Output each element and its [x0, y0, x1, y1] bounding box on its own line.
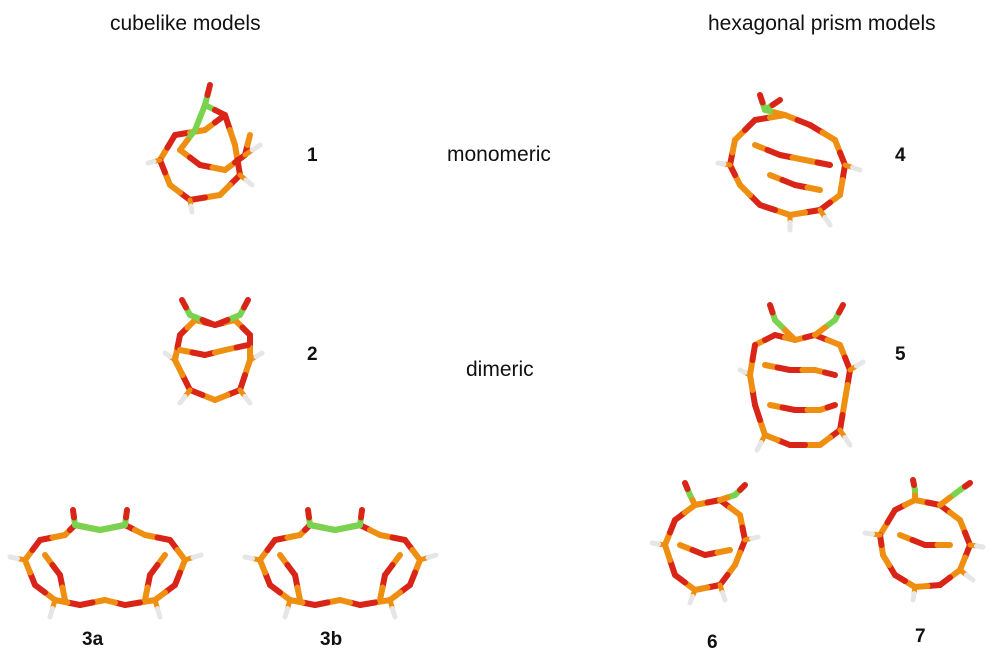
bond [757, 92, 766, 106]
bond [204, 82, 213, 98]
molecule-label-3a: 3a [82, 629, 104, 650]
bond [910, 477, 917, 488]
bond [715, 160, 727, 167]
bond [814, 159, 833, 168]
bond [212, 317, 231, 328]
molecule-label-3b: 3b [320, 629, 343, 650]
bond [822, 369, 838, 378]
bond [59, 584, 68, 603]
bond [142, 584, 151, 603]
bond [241, 297, 251, 311]
header-cubelike: cubelike models [110, 12, 261, 35]
bond [162, 350, 173, 359]
bond [854, 359, 866, 369]
bond [862, 530, 875, 537]
bond [244, 132, 253, 148]
category-dimeric: dimeric [466, 358, 534, 381]
bond [772, 109, 788, 118]
bond [842, 435, 853, 448]
bond [729, 137, 738, 156]
bond [332, 524, 351, 533]
bond [243, 177, 255, 188]
bond [804, 184, 823, 193]
bond [824, 402, 838, 411]
bond [233, 342, 251, 351]
bond [836, 302, 846, 316]
bond [850, 165, 863, 173]
bond [782, 327, 798, 343]
bond [964, 572, 976, 583]
bond [390, 606, 398, 620]
bond [145, 159, 157, 166]
bond [649, 540, 661, 547]
molecule-label-7: 7 [915, 626, 926, 647]
bond [717, 494, 731, 503]
bond [662, 542, 673, 563]
bond [425, 552, 439, 560]
bond [250, 142, 263, 153]
bond [962, 480, 973, 490]
bond [358, 507, 365, 521]
molecule-label-1: 1 [307, 145, 318, 166]
bond [97, 524, 116, 533]
bond [305, 507, 312, 521]
bond [212, 107, 228, 118]
bond [294, 584, 303, 603]
bond [769, 97, 783, 108]
bond [177, 394, 188, 406]
bond [737, 367, 748, 375]
molecule-label-5: 5 [895, 344, 906, 365]
bond [377, 584, 386, 603]
bond [179, 297, 189, 311]
molecule-label-2: 2 [307, 344, 318, 365]
bond [822, 215, 833, 228]
molecule-2-model [162, 297, 265, 406]
bond [737, 482, 748, 493]
bond [749, 342, 758, 363]
molecule-3b-model [242, 507, 439, 620]
bond [974, 543, 986, 550]
bond [689, 497, 698, 508]
molecule-1-model [145, 82, 263, 215]
bond [70, 507, 77, 521]
bond [47, 606, 55, 620]
bond [720, 590, 728, 603]
bond [749, 534, 761, 541]
category-monomeric: monomeric [447, 143, 551, 166]
molecule-3a-model [7, 507, 204, 620]
bond [190, 552, 204, 560]
bond [714, 547, 733, 556]
bond [188, 203, 195, 215]
molecule-7-model [862, 477, 986, 603]
molecule-label-4: 4 [895, 145, 906, 166]
bond [282, 606, 290, 620]
bond [812, 324, 828, 338]
bond [253, 350, 265, 359]
bond [910, 591, 917, 603]
bond [937, 494, 953, 508]
bond [155, 606, 163, 620]
bond [242, 394, 253, 406]
bond [123, 507, 130, 521]
bond [754, 440, 764, 453]
molecule-4-model [715, 92, 863, 233]
bond [682, 480, 691, 492]
molecule-6-model [649, 480, 761, 606]
bond [177, 137, 191, 153]
bond [767, 302, 776, 316]
molecule-5-model [737, 302, 866, 453]
molecule-label-6: 6 [707, 632, 718, 653]
bond [7, 554, 20, 561]
bond [687, 594, 695, 606]
header-hexagonal-prism: hexagonal prism models [708, 12, 936, 35]
bond [172, 357, 186, 378]
bond [242, 554, 255, 561]
